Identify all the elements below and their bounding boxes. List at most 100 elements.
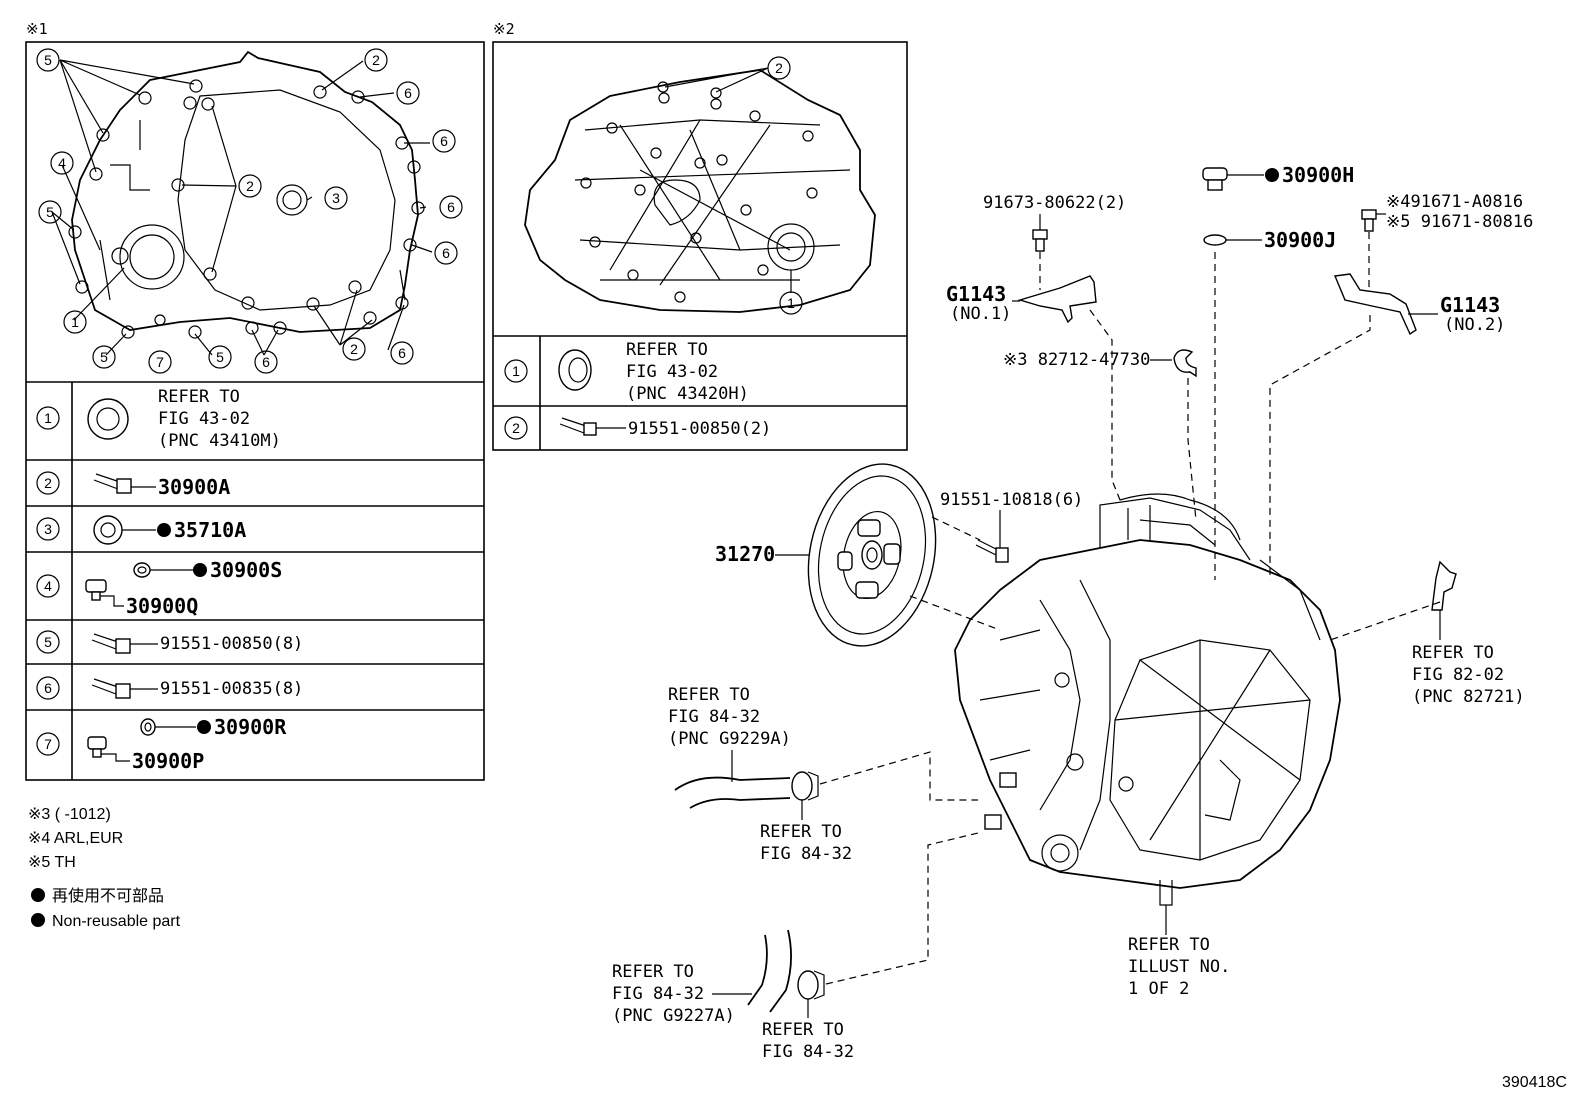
wire-clip: ※3 82712-47730 (1003, 349, 1197, 521)
non-reusable-marker (1265, 168, 1279, 182)
svg-text:FIG 82-02: FIG 82-02 (1412, 665, 1504, 685)
mount-bolt: 91551-10818(6) (931, 490, 1083, 563)
svg-text:91673-80622(2): 91673-80622(2) (983, 193, 1126, 213)
svg-text:6: 6 (404, 85, 412, 101)
svg-text:REFER TO: REFER TO (626, 340, 708, 360)
inset-1-row-4: 4 30900S 30900Q (36, 558, 282, 618)
non-reusable-marker (193, 563, 207, 577)
svg-text:(PNC 43420H): (PNC 43420H) (626, 384, 749, 404)
svg-text:30900H: 30900H (1282, 163, 1354, 187)
inset-1-callouts: 5 4 5 1 5 7 5 6 2 3 2 6 6 6 6 2 6 (36, 48, 463, 374)
hose-lower: REFER TO FIG 84-32 (PNC G9227A) REFER TO… (612, 832, 979, 1062)
note-3: ※3 ( -1012) (28, 806, 111, 823)
clutch-disc: 31270 (715, 463, 1001, 647)
svg-text:FIG 43-02: FIG 43-02 (626, 362, 718, 382)
rear-bolt-holes (580, 81, 818, 303)
svg-text:REFER TO: REFER TO (612, 962, 694, 982)
svg-text:(PNC G9229A): (PNC G9229A) (668, 729, 791, 749)
svg-text:4: 4 (44, 578, 52, 594)
inset-1-row-2: 2 30900A (36, 471, 230, 499)
housing-bolt-holes (68, 79, 425, 339)
svg-text:※491671-A0816: ※491671-A0816 (1386, 192, 1523, 212)
housing-rear-drawing (524, 67, 876, 313)
svg-text:(PNC 82721): (PNC 82721) (1412, 687, 1525, 707)
svg-text:6: 6 (398, 345, 406, 361)
inset-2-row-1: 1 REFER TO FIG 43-02 (PNC 43420H) (504, 340, 749, 404)
note-5: ※5 TH (28, 854, 76, 871)
svg-text:6: 6 (44, 680, 52, 696)
hose-upper: REFER TO FIG 84-32 (PNC G9229A) REFER TO… (668, 685, 978, 864)
svg-text:2: 2 (44, 475, 52, 491)
svg-text:(PNC G9227A): (PNC G9227A) (612, 1006, 735, 1026)
svg-text:(NO.1): (NO.1) (950, 304, 1011, 324)
svg-text:6: 6 (447, 199, 455, 215)
inset-2-mark: ※2 (493, 20, 515, 38)
svg-text:4: 4 (58, 155, 66, 171)
svg-text:FIG 84-32: FIG 84-32 (668, 707, 760, 727)
svg-text:30900S: 30900S (210, 558, 282, 582)
inset-1-row-1: 1 REFER TO FIG 43-02 (PNC 43410M) (36, 387, 281, 451)
svg-text:2: 2 (512, 420, 520, 436)
svg-text:5: 5 (100, 349, 108, 365)
svg-text:※3 82712-47730: ※3 82712-47730 (1003, 350, 1150, 370)
speed-sensor: REFER TO FIG 82-02 (PNC 82721) (1329, 560, 1525, 707)
svg-text:91551-10818(6): 91551-10818(6) (940, 490, 1083, 510)
svg-text:6: 6 (440, 133, 448, 149)
svg-text:ILLUST NO.: ILLUST NO. (1128, 957, 1230, 977)
svg-text:FIG 43-02: FIG 43-02 (158, 409, 250, 429)
illust-reference: REFER TO ILLUST NO. 1 OF 2 (1128, 905, 1230, 999)
svg-text:6: 6 (442, 245, 450, 261)
svg-text:2: 2 (350, 341, 358, 357)
transaxle-housing-drawing (51, 50, 433, 356)
svg-text:(PNC 43410M): (PNC 43410M) (158, 431, 281, 451)
svg-text:REFER TO: REFER TO (158, 387, 240, 407)
svg-text:1: 1 (71, 314, 79, 330)
svg-text:1 OF 2: 1 OF 2 (1128, 979, 1189, 999)
svg-text:1: 1 (512, 363, 520, 379)
svg-text:1: 1 (44, 410, 52, 426)
notes: ※3 ( -1012) ※4 ARL,EUR ※5 TH 再使用不可部品 Non… (28, 806, 181, 930)
inset-1-row-5: 5 91551-00850(8) (36, 630, 303, 654)
drain-plug: 30900H 30900J (1202, 163, 1354, 580)
inset-2: ※2 2 (492, 20, 908, 451)
svg-text:7: 7 (44, 736, 52, 752)
bracket-no2: ※491671-A0816 ※5 91671-80816 G1143 (NO.2… (1269, 192, 1533, 580)
non-reusable-marker (157, 523, 171, 537)
svg-text:G1143: G1143 (1440, 293, 1500, 317)
svg-text:1: 1 (787, 295, 795, 311)
legend-marker-en (31, 913, 45, 927)
svg-text:REFER TO: REFER TO (762, 1020, 844, 1040)
svg-text:6: 6 (262, 354, 270, 370)
svg-text:31270: 31270 (715, 542, 775, 566)
svg-text:5: 5 (44, 52, 52, 68)
svg-text:FIG 84-32: FIG 84-32 (762, 1042, 854, 1062)
inset-2-row-2: 2 91551-00850(2) (504, 416, 771, 440)
svg-text:(NO.2): (NO.2) (1444, 315, 1505, 335)
legend-en: Non-reusable part (52, 913, 181, 930)
svg-text:2: 2 (372, 52, 380, 68)
svg-text:2: 2 (775, 60, 783, 76)
svg-text:3: 3 (44, 521, 52, 537)
svg-text:3: 3 (332, 190, 340, 206)
figure-code: 390418C (1502, 1074, 1567, 1091)
part-35710A: 35710A (174, 518, 246, 542)
svg-text:2: 2 (246, 178, 254, 194)
svg-text:91551-00850(8): 91551-00850(8) (160, 634, 303, 654)
transaxle-assembly (954, 493, 1341, 906)
svg-text:7: 7 (156, 354, 164, 370)
svg-text:REFER TO: REFER TO (760, 822, 842, 842)
legend-marker-jp (31, 888, 45, 902)
legend-jp: 再使用不可部品 (52, 887, 164, 905)
svg-text:※5 91671-80816: ※5 91671-80816 (1386, 212, 1533, 232)
bracket-no1: 91673-80622(2) G1143 (NO.1) (946, 193, 1126, 506)
svg-text:30900J: 30900J (1264, 228, 1336, 252)
svg-text:30900R: 30900R (214, 715, 287, 739)
inset-1: ※1 (25, 20, 485, 781)
svg-text:FIG 84-32: FIG 84-32 (760, 844, 852, 864)
svg-text:FIG 84-32: FIG 84-32 (612, 984, 704, 1004)
svg-text:5: 5 (44, 634, 52, 650)
inset-1-frame (25, 41, 485, 781)
svg-text:30900Q: 30900Q (126, 594, 198, 618)
non-reusable-marker (197, 720, 211, 734)
